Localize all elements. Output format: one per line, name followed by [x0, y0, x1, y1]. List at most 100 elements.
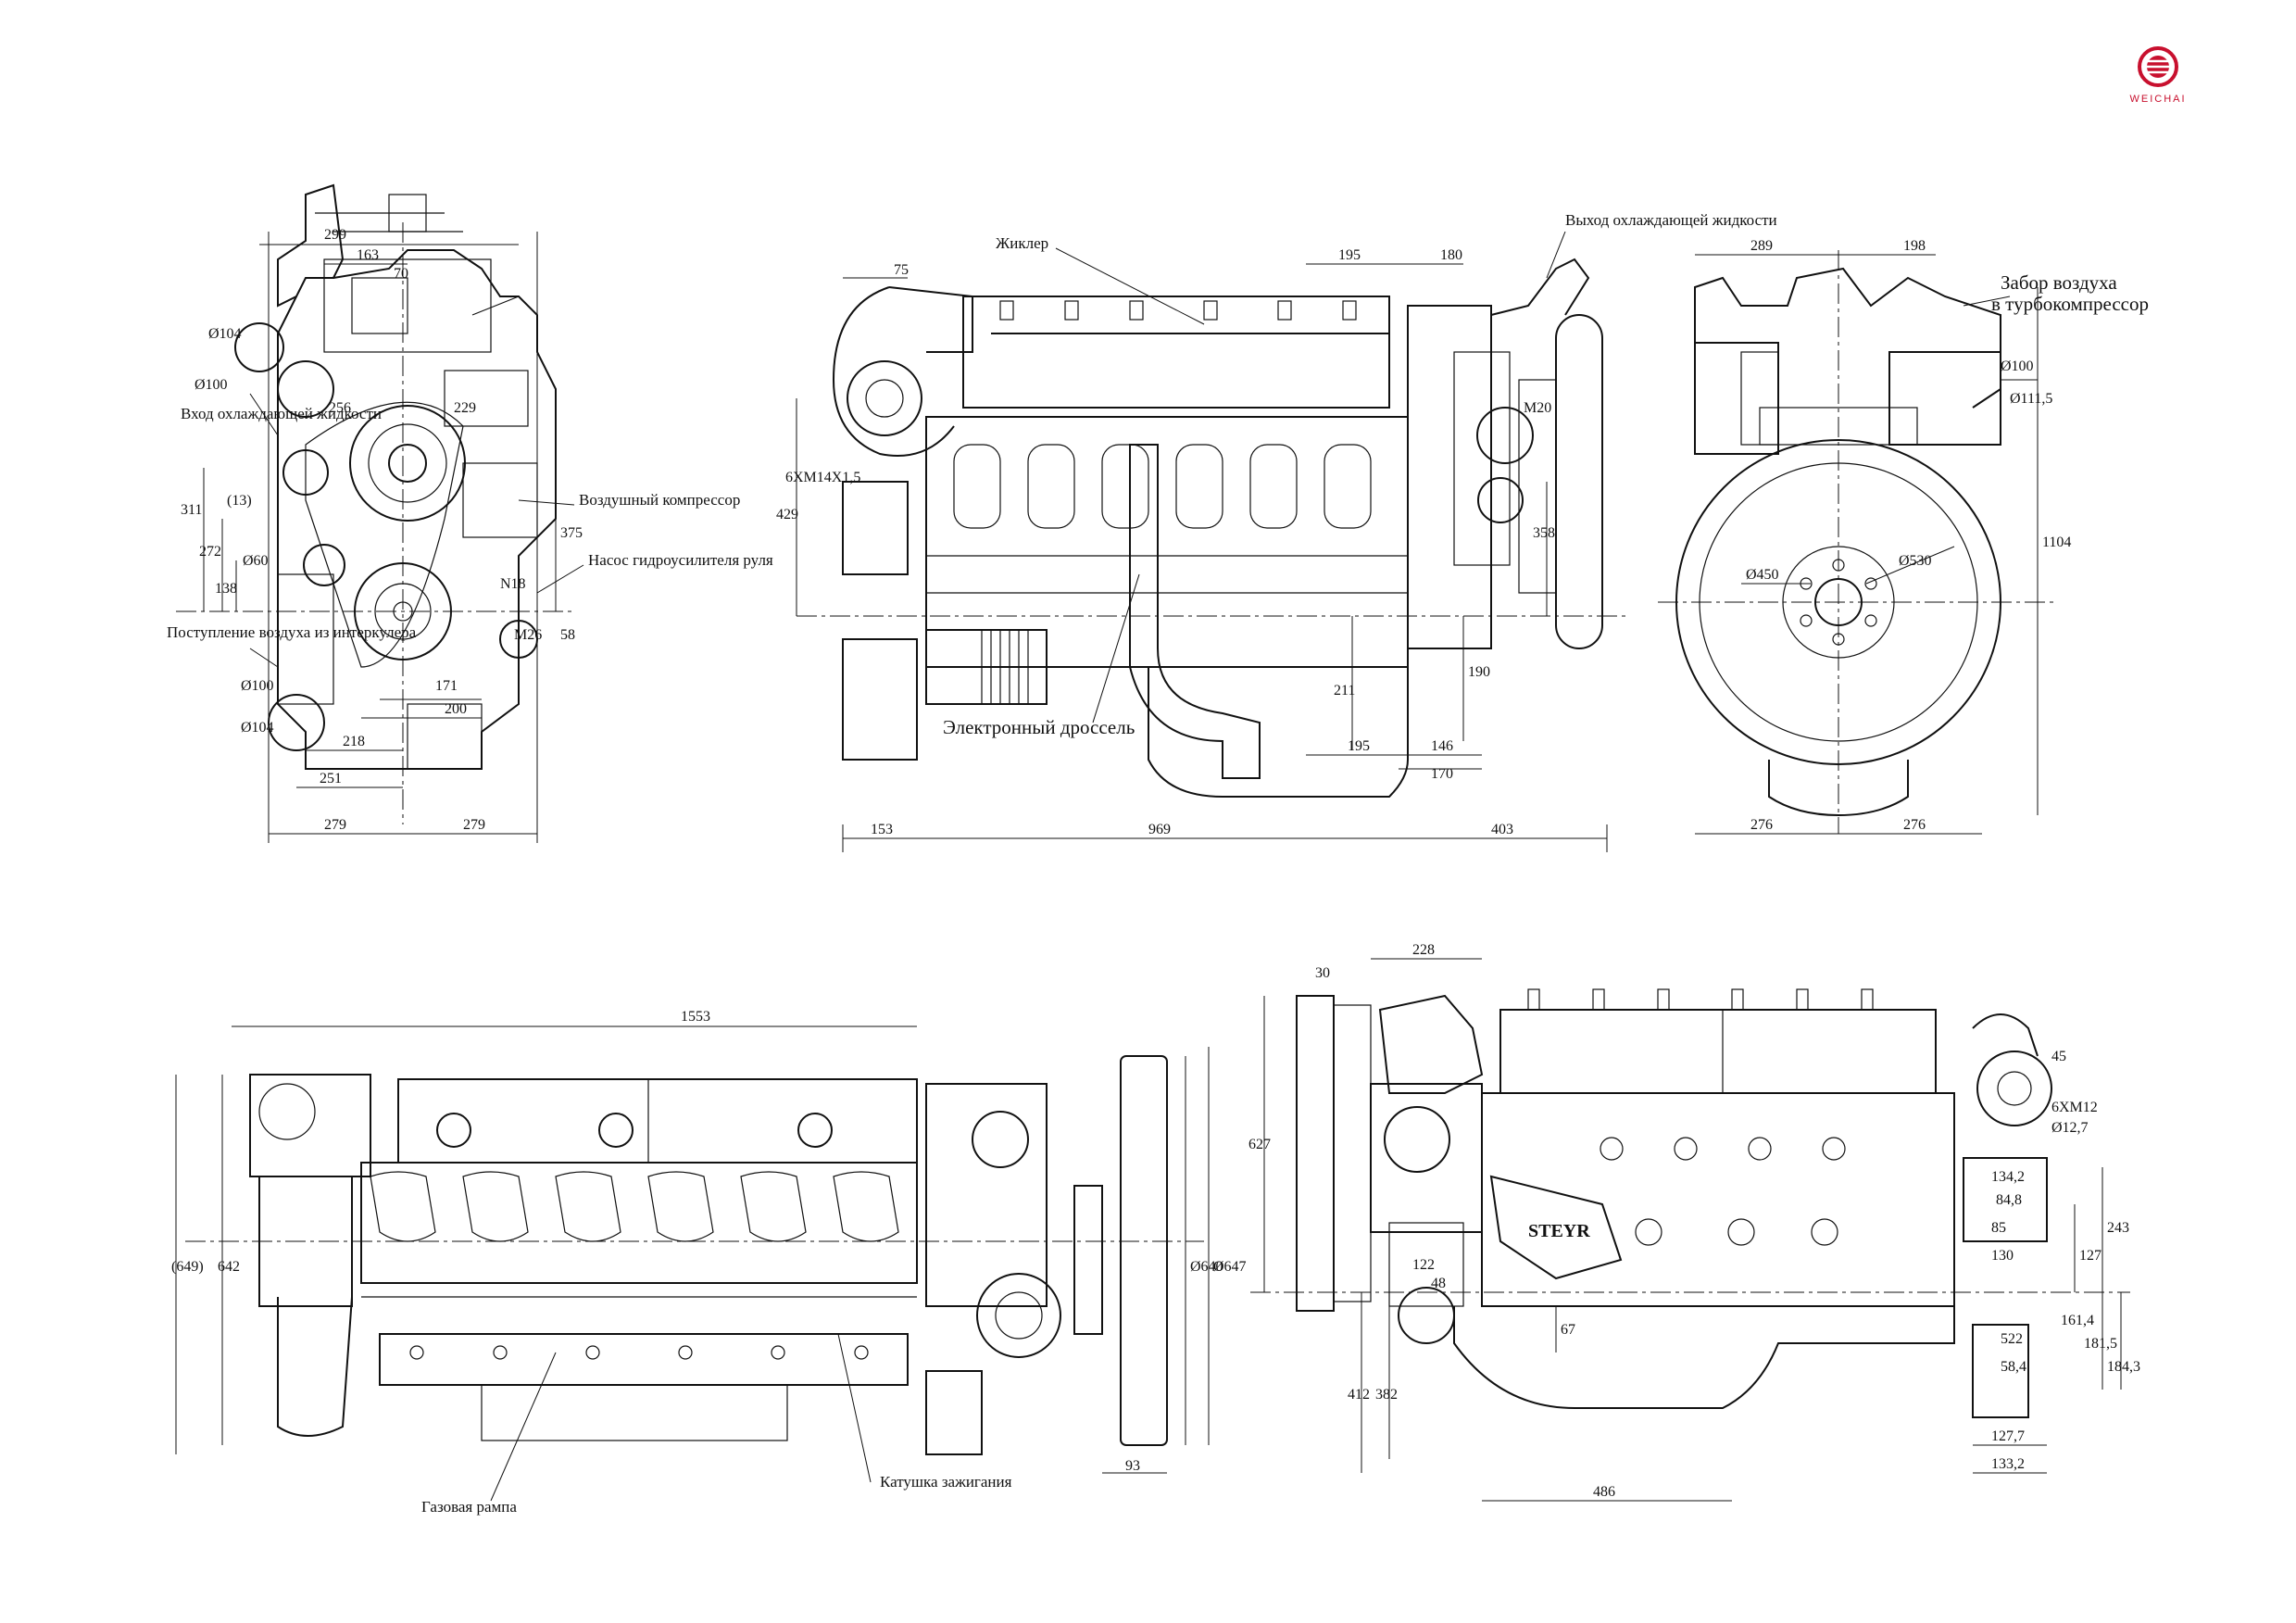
dim: 6ХМ14Х1,5 [785, 470, 860, 485]
ignition-coil-label: Катушка зажигания [880, 1473, 1012, 1491]
dim: 163 [357, 247, 379, 263]
dim: 153 [871, 822, 893, 837]
dim: 161,4 [2061, 1313, 2094, 1328]
weichai-logo: WEICHAI [2129, 46, 2186, 105]
dim: 256 [329, 400, 351, 416]
turbo-intake-label: в турбокомпрессор [1991, 293, 2149, 315]
rear-view: Забор воздуха в турбокомпрессор 289 198 … [1658, 238, 2149, 835]
dim: 229 [454, 400, 476, 416]
logo-text: WEICHAI [2129, 94, 2186, 105]
dim: 70 [394, 266, 408, 282]
dim: Ø647 [1213, 1259, 1247, 1275]
dim: 642 [218, 1259, 240, 1275]
dim: 522 [2001, 1331, 2023, 1347]
steyr-plate: STEYR [1528, 1221, 1590, 1241]
dim: 45 [2051, 1049, 2066, 1064]
jet-label: Жиклер [996, 234, 1048, 252]
dim: Ø450 [1746, 567, 1779, 583]
dim: 200 [445, 701, 467, 717]
dim: 279 [324, 817, 346, 833]
dim: 1553 [681, 1009, 710, 1025]
side-view: Жиклер Выход охлаждающей жидкости Электр… [776, 211, 1777, 852]
dim: Ø100 [241, 678, 274, 694]
dim: 6ХМ12 [2051, 1100, 2098, 1115]
dim: 75 [894, 262, 909, 278]
power-steering-pump-label: Насос гидроусилителя руля [588, 551, 773, 569]
dim: 195 [1338, 247, 1361, 263]
dim: M20 [1524, 400, 1551, 416]
gas-rail-label: Газовая рампа [421, 1498, 517, 1516]
dim: 243 [2107, 1220, 2129, 1236]
dim: 627 [1248, 1137, 1271, 1152]
dim: 218 [343, 734, 365, 749]
dim: 84,8 [1996, 1192, 2022, 1208]
dim: 486 [1593, 1484, 1615, 1500]
dim: 48 [1431, 1276, 1446, 1291]
intercooler-air-label: Поступление воздуха из интеркулера [167, 623, 417, 641]
dim: 412 [1348, 1387, 1370, 1403]
top-view: Газовая рампа Катушка зажигания 1553 (64… [171, 1009, 1247, 1516]
dim: 429 [776, 507, 798, 522]
air-compressor-label: Воздушный компрессор [579, 491, 740, 509]
dim: 58,4 [2001, 1359, 2026, 1375]
dim: 279 [463, 817, 485, 833]
dim: 251 [320, 771, 342, 786]
front-view: Вход охлаждающей жидкости Воздушный комп… [167, 183, 773, 843]
dim: 93 [1125, 1458, 1140, 1474]
dim: 67 [1561, 1322, 1575, 1338]
dim: 190 [1468, 664, 1490, 680]
dim: 138 [215, 581, 237, 597]
dim: 211 [1334, 683, 1355, 698]
dim: 311 [181, 502, 202, 518]
dim: 198 [1903, 238, 1926, 254]
dim: (649) [171, 1259, 204, 1275]
dim: Ø640 [1190, 1259, 1223, 1275]
dim: Ø111,5 [2010, 391, 2052, 407]
dim: 1104 [2042, 535, 2071, 550]
dim: Ø530 [1899, 553, 1932, 569]
dim: 181,5 [2084, 1336, 2117, 1352]
left-view: STEYR 228 30 627 45 6ХМ12 Ø12,7 134,2 84… [1248, 942, 2140, 1502]
turbo-intake-label-1: Забор воздуха [2001, 271, 2117, 294]
dim: 403 [1491, 822, 1513, 837]
dim: 130 [1991, 1248, 2014, 1264]
dim: Ø100 [194, 377, 228, 393]
dim: 276 [1903, 817, 1926, 833]
dim: Ø100 [2001, 359, 2034, 374]
dim: 30 [1315, 965, 1330, 981]
dim: 85 [1991, 1220, 2006, 1236]
dim: 276 [1750, 817, 1773, 833]
electronic-throttle-label: Электронный дроссель [943, 716, 1135, 738]
dim: 122 [1412, 1257, 1435, 1273]
dim: 272 [199, 544, 221, 560]
dim: Ø60 [243, 553, 269, 569]
dim: 382 [1375, 1387, 1398, 1403]
dim: 170 [1431, 766, 1453, 782]
dim: 180 [1440, 247, 1462, 263]
dim: 127 [2079, 1248, 2102, 1264]
dim: 58 [560, 627, 575, 643]
dim: Ø104 [208, 326, 242, 342]
dim: M26 [514, 627, 542, 643]
dim: 375 [560, 525, 583, 541]
dim: 969 [1148, 822, 1171, 837]
dim: Ø12,7 [2051, 1120, 2089, 1136]
dim: 133,2 [1991, 1456, 2025, 1472]
dim: Ø104 [241, 720, 274, 736]
dim: 146 [1431, 738, 1453, 754]
coolant-in-label: Вход охлаждающей жидкости [181, 405, 382, 422]
dim: 299 [324, 227, 346, 243]
coolant-out-label: Выход охлаждающей жидкости [1565, 211, 1777, 229]
dim: 171 [435, 678, 458, 694]
dim: 228 [1412, 942, 1435, 958]
dim: 195 [1348, 738, 1370, 754]
dim: 358 [1533, 525, 1555, 541]
dim: 134,2 [1991, 1169, 2025, 1185]
dim: 127,7 [1991, 1428, 2025, 1444]
dim: 289 [1750, 238, 1773, 254]
dim: N18 [500, 576, 526, 592]
dim: 184,3 [2107, 1359, 2140, 1375]
dim: (13) [227, 493, 252, 509]
